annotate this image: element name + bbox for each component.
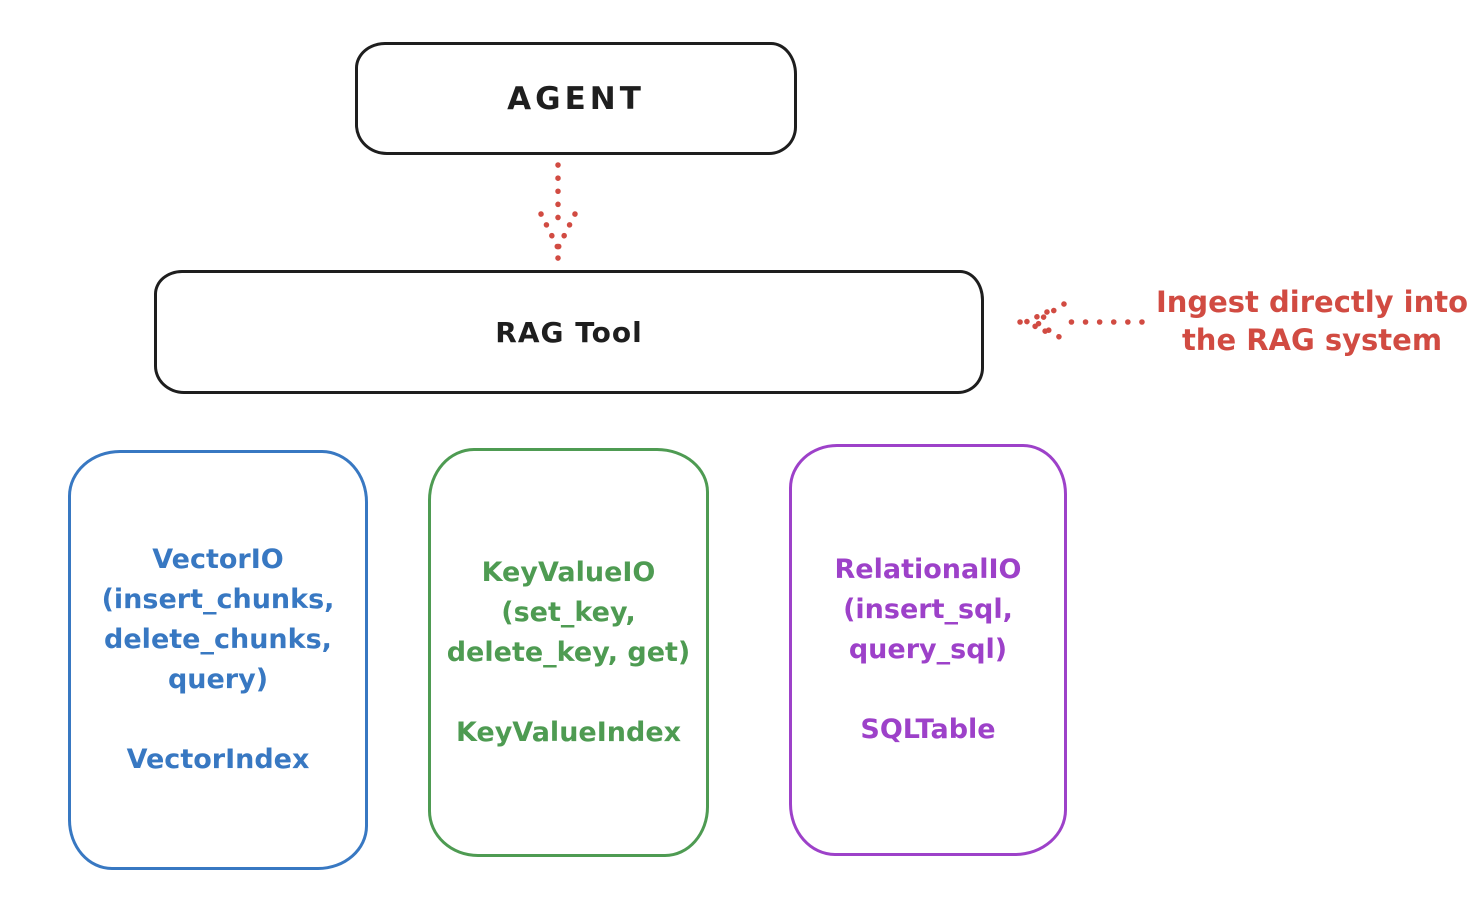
annotation-text: Ingest directly into the RAG system — [1155, 285, 1469, 357]
key-value-io-box: KeyValueIO (set_key, delete_key, get) Ke… — [428, 448, 709, 857]
dotted-down-arrow-icon — [538, 162, 578, 261]
rag-tool-label: RAG Tool — [495, 315, 643, 349]
key-value-io-subtitle: KeyValueIndex — [455, 716, 682, 748]
relational-io-subtitle: SQLTable — [860, 714, 996, 745]
rag-tool-box: RAG Tool — [154, 270, 984, 394]
agent-label: AGENT — [507, 80, 645, 117]
vector-io-title: VectorIO (insert_chunks, delete_chunks, … — [101, 544, 335, 695]
dotted-left-arrow-icon — [1017, 301, 1145, 343]
vector-io-box: VectorIO (insert_chunks, delete_chunks, … — [68, 450, 368, 870]
relational-io-box: RelationalIO (insert_sql, query_sql) SQL… — [789, 444, 1067, 856]
relational-io-title: RelationalIO (insert_sql, query_sql) — [834, 554, 1022, 665]
key-value-io-title: KeyValueIO (set_key, delete_key, get) — [446, 556, 691, 668]
vector-io-subtitle: VectorIndex — [126, 744, 310, 775]
agent-box: AGENT — [355, 42, 797, 155]
